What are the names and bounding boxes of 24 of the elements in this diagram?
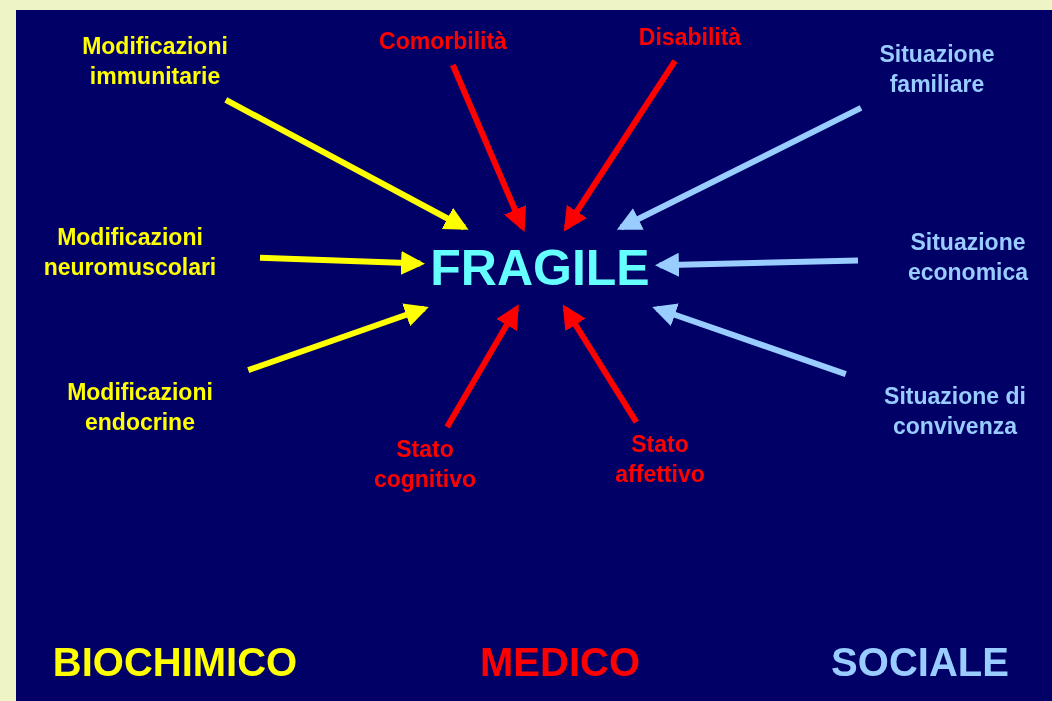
category-label: BIOCHIMICO — [52, 639, 298, 685]
arrow — [444, 304, 519, 429]
factor-label: Situazione familiare — [837, 40, 1037, 100]
factor-label: Modificazioni neuromuscolari — [10, 223, 250, 283]
arrow — [563, 59, 678, 232]
arrow — [224, 97, 469, 231]
arrow — [259, 250, 426, 275]
category-label: MEDICO — [480, 639, 640, 685]
arrow — [562, 304, 639, 424]
factor-label: Disabilità — [638, 23, 742, 53]
arrow — [247, 303, 429, 373]
arrow — [652, 303, 847, 377]
arrow — [616, 105, 863, 231]
factor-label: Situazione di convivenza — [855, 382, 1052, 442]
factor-label: Modificazioni immunitarie — [55, 32, 255, 92]
category-label: SOCIALE — [831, 639, 1009, 685]
arrow — [654, 252, 859, 277]
central-label: FRAGILE — [430, 235, 650, 301]
factor-label: Modificazioni endocrine — [40, 378, 240, 438]
arrow — [450, 63, 527, 232]
factor-label: Stato affettivo — [595, 430, 725, 490]
factor-label: Stato cognitivo — [360, 435, 490, 495]
factor-label: Comorbilità — [379, 27, 507, 57]
factor-label: Situazione economica — [868, 228, 1052, 288]
